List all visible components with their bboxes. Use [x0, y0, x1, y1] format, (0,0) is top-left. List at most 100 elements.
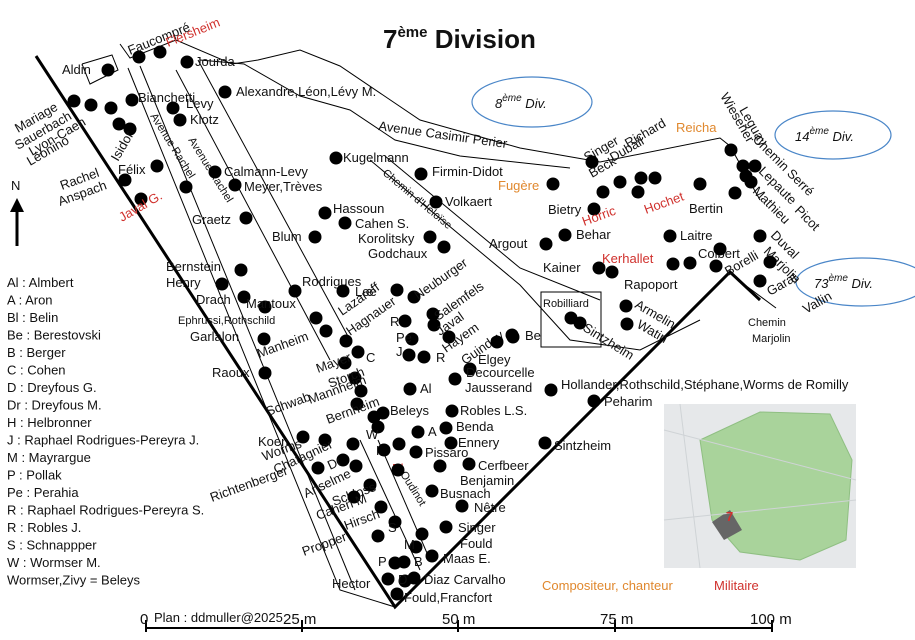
- grave-marker[interactable]: [166, 101, 180, 115]
- grave-marker[interactable]: [455, 499, 469, 513]
- grave-marker[interactable]: [539, 237, 553, 251]
- grave-marker[interactable]: [763, 255, 777, 269]
- grave-marker[interactable]: [587, 394, 601, 408]
- grave[interactable]: Jourda: [180, 54, 236, 69]
- grave-marker[interactable]: [288, 284, 302, 298]
- grave[interactable]: R: [390, 314, 412, 329]
- grave-marker[interactable]: [648, 171, 662, 185]
- grave-marker[interactable]: [371, 529, 385, 543]
- grave-marker[interactable]: [381, 572, 395, 586]
- grave-marker[interactable]: [123, 122, 137, 136]
- grave[interactable]: Fould,Francfort: [390, 587, 493, 606]
- grave[interactable]: Koen: [258, 430, 310, 450]
- grave-marker[interactable]: [150, 159, 164, 173]
- grave[interactable]: Hollander,Rothschild,Stéphane,Worms de R…: [544, 377, 849, 397]
- grave-marker[interactable]: [411, 425, 425, 439]
- grave-marker[interactable]: [354, 384, 368, 398]
- grave-marker[interactable]: [237, 290, 251, 304]
- grave[interactable]: Jausserand: [448, 372, 533, 396]
- grave-marker[interactable]: [338, 216, 352, 230]
- grave-marker[interactable]: [439, 421, 453, 435]
- grave[interactable]: Benda: [439, 419, 495, 435]
- grave-marker[interactable]: [619, 299, 633, 313]
- grave[interactable]: Aldin: [62, 62, 115, 77]
- grave-marker[interactable]: [309, 311, 323, 325]
- grave-marker[interactable]: [448, 372, 462, 386]
- grave-marker[interactable]: [339, 334, 353, 348]
- grave[interactable]: Cerfbeer: [462, 457, 530, 474]
- grave-marker[interactable]: [101, 63, 115, 77]
- grave-marker[interactable]: [390, 587, 404, 601]
- grave[interactable]: Al: [403, 381, 432, 396]
- grave-marker[interactable]: [426, 307, 440, 321]
- grave[interactable]: Korolitsky: [358, 230, 437, 247]
- grave[interactable]: C: [351, 345, 376, 366]
- grave-marker[interactable]: [558, 228, 572, 242]
- grave-marker[interactable]: [118, 173, 132, 187]
- grave-marker[interactable]: [613, 175, 627, 189]
- grave-marker[interactable]: [296, 430, 310, 444]
- grave-marker[interactable]: [349, 459, 363, 473]
- grave[interactable]: Singer: [439, 520, 497, 535]
- grave[interactable]: W: [366, 420, 385, 443]
- grave[interactable]: D: [398, 572, 412, 588]
- grave-marker[interactable]: [318, 433, 332, 447]
- grave-marker[interactable]: [409, 445, 423, 459]
- grave[interactable]: Félix: [118, 159, 164, 178]
- grave[interactable]: Elgey: [478, 335, 511, 368]
- grave-marker[interactable]: [709, 259, 723, 273]
- grave-marker[interactable]: [546, 177, 560, 191]
- grave-marker[interactable]: [490, 335, 504, 349]
- grave[interactable]: Benjamin: [433, 459, 515, 489]
- grave-marker[interactable]: [753, 229, 767, 243]
- grave[interactable]: A: [411, 424, 438, 439]
- grave-marker[interactable]: [439, 520, 453, 534]
- grave-marker[interactable]: [544, 383, 558, 397]
- grave[interactable]: Pissaro: [409, 445, 469, 460]
- grave-marker[interactable]: [338, 356, 352, 370]
- grave[interactable]: [391, 463, 405, 477]
- grave-marker[interactable]: [350, 397, 364, 411]
- grave-marker[interactable]: [748, 159, 762, 173]
- grave-marker[interactable]: [592, 261, 606, 275]
- grave-marker[interactable]: [425, 549, 439, 563]
- grave-marker[interactable]: [311, 461, 325, 475]
- grave[interactable]: R: [417, 350, 446, 365]
- grave-marker[interactable]: [634, 171, 648, 185]
- grave-marker[interactable]: [104, 101, 118, 115]
- grave-marker[interactable]: [573, 316, 587, 330]
- grave[interactable]: Ephrussi,Rothschild: [178, 311, 323, 328]
- grave[interactable]: Henry: [166, 275, 229, 291]
- grave[interactable]: Robles L.S.: [445, 403, 528, 418]
- grave-marker[interactable]: [427, 318, 441, 332]
- grave-marker[interactable]: [423, 230, 437, 244]
- grave-marker[interactable]: [663, 229, 677, 243]
- grave-marker[interactable]: [429, 195, 443, 209]
- grave-marker[interactable]: [179, 180, 193, 194]
- grave-marker[interactable]: [374, 500, 388, 514]
- grave-marker[interactable]: [329, 151, 343, 165]
- grave-marker[interactable]: [397, 555, 411, 569]
- grave[interactable]: Firmin-Didot: [414, 164, 504, 181]
- grave-marker[interactable]: [713, 242, 727, 256]
- grave[interactable]: Meyer,Trèves: [228, 178, 323, 195]
- grave-marker[interactable]: [388, 515, 402, 529]
- grave-marker[interactable]: [425, 484, 439, 498]
- grave-marker[interactable]: [724, 143, 738, 157]
- grave[interactable]: Drach: [196, 290, 251, 308]
- grave[interactable]: Fugère: [498, 177, 560, 194]
- grave[interactable]: Beleys: [376, 403, 430, 420]
- grave-marker[interactable]: [405, 332, 419, 346]
- grave[interactable]: Busnach: [425, 484, 491, 502]
- grave[interactable]: Javal G.: [116, 180, 193, 225]
- grave-marker[interactable]: [538, 436, 552, 450]
- grave[interactable]: Hector: [332, 572, 395, 592]
- grave-marker[interactable]: [444, 436, 458, 450]
- grave[interactable]: Bietry: [548, 202, 601, 217]
- grave[interactable]: Pe: [396, 330, 419, 346]
- grave[interactable]: Laitre: [663, 228, 713, 243]
- grave-marker[interactable]: [402, 348, 416, 362]
- grave-marker[interactable]: [318, 206, 332, 220]
- grave-marker[interactable]: [376, 406, 390, 420]
- grave[interactable]: Alexandre,Léon,Lévy M.: [218, 84, 377, 99]
